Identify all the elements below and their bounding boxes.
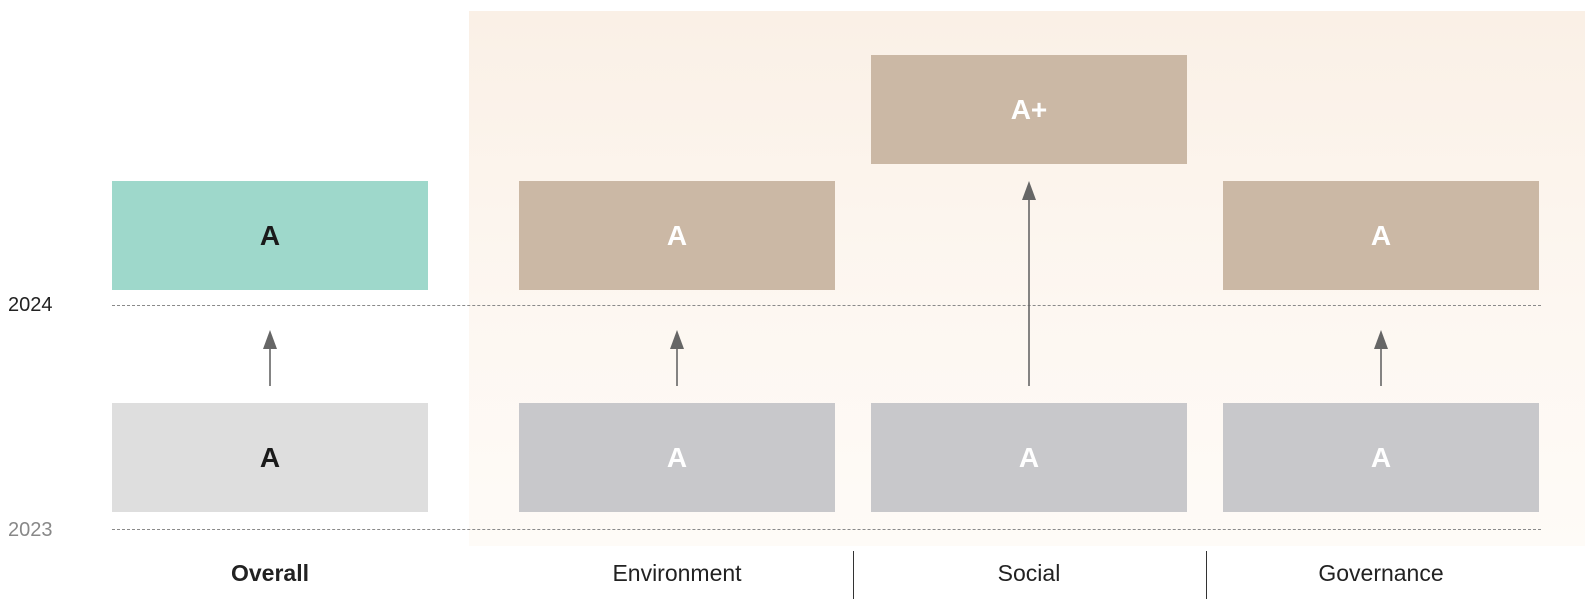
column-label-environment: Environment [612,560,742,586]
governance-up-arrow-icon [1374,330,1388,386]
overall-2023-box: A [112,403,428,512]
governance-2023-box: A [1223,403,1539,512]
year-label-2023: 2023 [8,519,53,541]
column-separator [1206,551,1207,599]
overall-2024-box: A [112,181,428,290]
environment-2024-box: A [519,181,835,290]
column-label-governance: Governance [1318,560,1444,586]
column-separator [853,551,854,599]
gridline-2024 [112,305,1541,306]
gridline-2023 [112,529,1541,530]
social-up-arrow-icon [1022,181,1036,386]
environment-up-arrow-icon [670,330,684,386]
governance-2024-box: A [1223,181,1539,290]
social-2023-box: A [871,403,1187,512]
column-label-social: Social [997,560,1061,586]
environment-2023-box: A [519,403,835,512]
column-label-overall: Overall [231,560,309,586]
year-label-2024: 2024 [8,294,53,316]
overall-up-arrow-icon [263,330,277,386]
social-2024-box: A+ [871,55,1187,164]
